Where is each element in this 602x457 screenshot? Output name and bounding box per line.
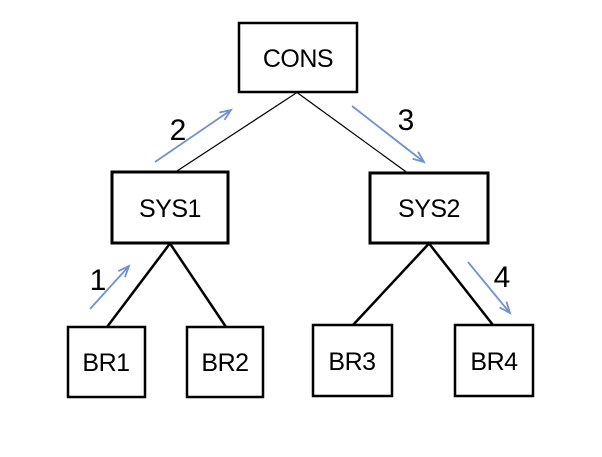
node-br1-box <box>66 325 147 399</box>
node-sys1: SYS1 <box>110 170 230 245</box>
edge-cons-sys2 <box>296 92 408 173</box>
node-sys2-label: SYS2 <box>398 195 460 223</box>
step-label-1: 1 <box>90 264 107 297</box>
edge-sys2-br4 <box>428 242 494 326</box>
edge-sys1-br2 <box>168 242 228 328</box>
step-arrow-3-icon <box>351 105 426 164</box>
node-br3-box <box>311 323 394 398</box>
node-br4-box <box>453 323 535 398</box>
step-arrow-4-icon <box>467 261 512 315</box>
node-br4-label: BR4 <box>470 348 518 376</box>
step-label-4: 4 <box>494 261 511 294</box>
node-cons-label: CONS <box>263 45 333 73</box>
step-label-2: 2 <box>170 114 187 147</box>
node-br2-label: BR2 <box>201 349 248 377</box>
edge-sys2-br3 <box>352 242 430 326</box>
node-sys2-box <box>368 171 490 245</box>
node-cons: CONS <box>237 21 359 94</box>
node-br1-label: BR1 <box>82 349 129 377</box>
node-sys1-label: SYS1 <box>139 195 201 223</box>
node-br2-box <box>185 325 265 399</box>
node-sys2: SYS2 <box>368 171 490 245</box>
node-br1: BR1 <box>66 325 147 399</box>
node-cons-box <box>237 21 359 94</box>
node-br3-label: BR3 <box>328 348 375 376</box>
step-arrow-1-icon <box>89 264 131 310</box>
node-br4: BR4 <box>453 323 535 398</box>
node-sys1-box <box>110 170 230 245</box>
node-br3: BR3 <box>311 323 394 398</box>
edge-cons-sys1 <box>176 91 298 172</box>
edge-sys1-br1 <box>106 242 171 328</box>
node-br2: BR2 <box>185 325 265 399</box>
step-label-3: 3 <box>398 104 415 137</box>
step-arrow-2-icon <box>154 108 233 163</box>
